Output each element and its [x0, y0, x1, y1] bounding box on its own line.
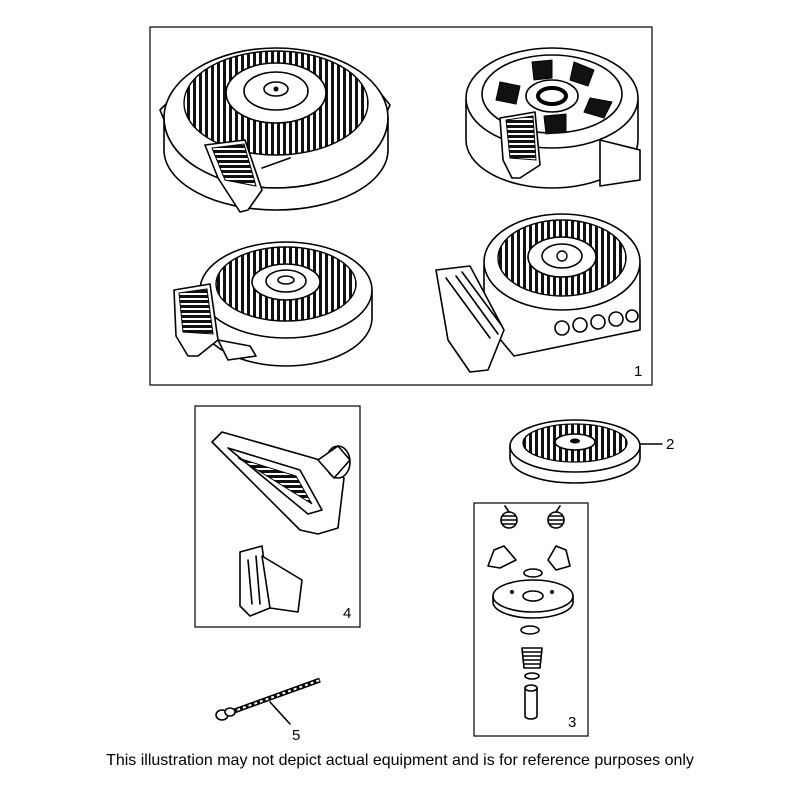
coil-spring [521, 647, 543, 669]
pawl-left [487, 545, 517, 569]
leader-5 [269, 701, 291, 725]
pin [524, 687, 538, 720]
pulley-part-2 [509, 419, 641, 484]
callout-2: 2 [666, 436, 674, 453]
frame-part-1 [149, 26, 653, 386]
tooth-row [554, 309, 639, 336]
handle-part-4 [211, 431, 351, 535]
washer-bottom [524, 672, 540, 680]
retainer-plate [492, 579, 574, 619]
spring-kit-part-3 [487, 505, 574, 720]
callout-1: 1 [634, 363, 642, 380]
handle-insert-part-4 [239, 545, 303, 617]
pawl-spring-left [500, 505, 518, 529]
callout-4: 4 [343, 605, 351, 622]
rope-part-5 [215, 677, 321, 721]
pawl-right [547, 545, 571, 571]
frame-part-4 [194, 405, 361, 628]
frame-part-3 [473, 502, 589, 737]
pawl-spring-right [547, 505, 565, 529]
washer-top [523, 568, 543, 578]
starter-assembly-a [159, 47, 391, 213]
starter-assembly-c [173, 241, 373, 367]
starter-assembly-d [435, 213, 641, 373]
callout-5: 5 [292, 727, 300, 744]
starter-assembly-b [465, 47, 641, 189]
washer-middle [520, 625, 540, 635]
disclaimer-text: This illustration may not depict actual … [106, 752, 694, 769]
callout-3: 3 [568, 714, 576, 731]
